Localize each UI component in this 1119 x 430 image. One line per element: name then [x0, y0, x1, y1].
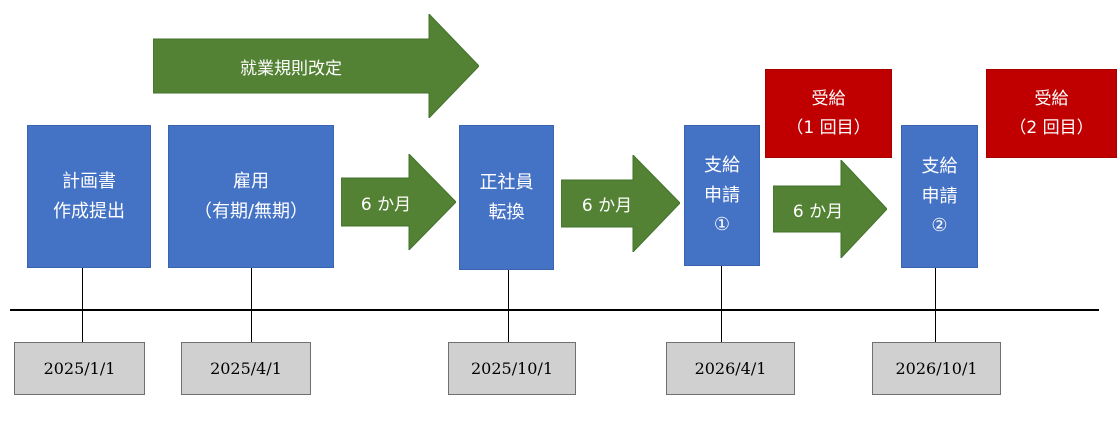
date-box: 2025/4/1: [181, 342, 311, 395]
period-label: 6 か月: [792, 201, 844, 222]
date-box: 2026/10/1: [872, 342, 1001, 395]
date-box: 2025/1/1: [14, 342, 145, 395]
date-box: 2026/4/1: [666, 342, 795, 395]
step-line: 申請: [704, 184, 740, 206]
step-line: ②: [931, 215, 948, 237]
connector-line: [721, 266, 722, 342]
step-regular-conversion: 正社員 転換: [459, 125, 554, 270]
step-line: 計画書: [62, 170, 116, 192]
step-employment: 雇用 （有期/無期）: [168, 125, 334, 268]
period-arrow-3: 6 か月: [773, 160, 887, 258]
arrow-shape: [773, 160, 887, 258]
date-label: 2025/1/1: [43, 359, 116, 378]
step-line: （有期/無期）: [193, 200, 309, 222]
period-label: 6 か月: [581, 196, 633, 216]
step-application-1: 支給 申請 ①: [684, 125, 760, 266]
date-label: 2026/4/1: [694, 359, 767, 378]
period-label: 6 か月: [360, 194, 412, 215]
rule-revision-arrow: 就業規則改定: [153, 14, 479, 118]
connector-line: [251, 268, 252, 342]
step-line: 申請: [921, 185, 958, 207]
arrow-shape: [561, 155, 680, 252]
receipt-line: 受給: [811, 88, 846, 109]
step-line: 正社員: [479, 171, 534, 193]
arrow-shape: [341, 154, 456, 250]
connector-line: [508, 270, 509, 342]
receipt-line: 受給: [1034, 88, 1069, 109]
date-label: 2025/10/1: [470, 359, 554, 378]
receipt-line: （2 回目）: [1009, 117, 1094, 138]
step-line: 支給: [921, 155, 958, 177]
receipt-first: 受給 （1 回目）: [765, 69, 892, 158]
date-label: 2026/10/1: [895, 359, 978, 378]
receipt-line: （1 回目）: [786, 117, 871, 138]
period-arrow-2: 6 か月: [561, 155, 680, 252]
connector-line: [935, 268, 936, 342]
rule-revision-label: 就業規則改定: [240, 58, 342, 79]
step-line: 転換: [488, 201, 525, 223]
step-line: ①: [713, 214, 731, 236]
step-line: 雇用: [233, 170, 269, 192]
step-line: 支給: [704, 154, 740, 176]
date-box: 2025/10/1: [448, 342, 576, 395]
step-line: 作成提出: [53, 200, 125, 222]
period-arrow-1: 6 か月: [341, 154, 456, 250]
connector-line: [82, 268, 83, 342]
step-application-2: 支給 申請 ②: [901, 125, 978, 268]
date-label: 2025/4/1: [210, 359, 282, 378]
receipt-second: 受給 （2 回目）: [986, 69, 1117, 158]
timeline-axis: [10, 309, 1099, 311]
step-plan-submission: 計画書 作成提出: [27, 125, 151, 268]
arrow-shape: [153, 14, 479, 118]
